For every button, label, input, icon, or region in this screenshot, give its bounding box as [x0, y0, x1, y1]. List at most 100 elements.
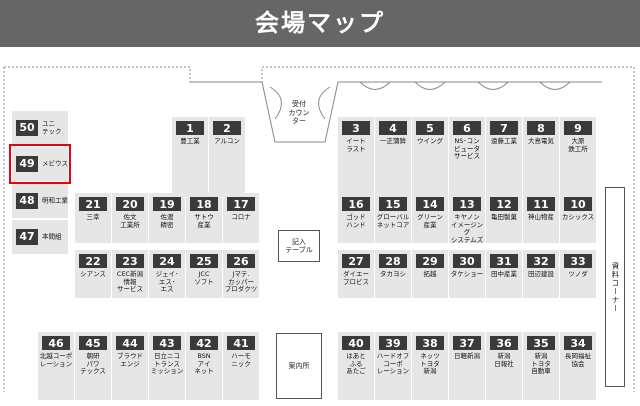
booth-number: 13 [453, 197, 481, 211]
booth-24[interactable]: 24 ジェイ･ エス･ エス [149, 250, 185, 298]
exhibitor-name: はあと ふる あたご [346, 352, 366, 375]
booth-number: 3 [342, 121, 370, 135]
booth-32[interactable]: 32 田辺建設 [523, 250, 559, 298]
booth-17[interactable]: 17 コロナ [223, 193, 259, 243]
exhibitor-name: 神山物産 [528, 213, 554, 221]
booth-40[interactable]: 40 はあと ふる あたご [338, 332, 374, 400]
booth-number: 9 [564, 121, 592, 135]
booth-50[interactable]: 50 ユニ テック [12, 111, 68, 145]
booth-number: 24 [153, 254, 181, 268]
booth-number: 4 [379, 121, 407, 135]
booth-number: 11 [527, 197, 555, 211]
booth-number: 2 [213, 121, 241, 135]
booth-3[interactable]: 3 イート ラスト [338, 117, 374, 197]
exhibitor-name: 朝研 パワ テックス [80, 352, 106, 375]
booth-20[interactable]: 20 佐文 工業所 [112, 193, 148, 243]
booth-22[interactable]: 22 シアンス [75, 250, 111, 298]
booth-37[interactable]: 37 日軽新潟 [449, 332, 485, 400]
booth-number: 19 [153, 197, 181, 211]
exhibitor-name: アルコン [214, 137, 240, 145]
booth-19[interactable]: 19 佐渡 精密 [149, 193, 185, 243]
booth-number: 26 [227, 254, 255, 268]
booth-44[interactable]: 44 ブラウド エンジ [112, 332, 148, 400]
booth-41[interactable]: 41 ハーモ ニック [223, 332, 259, 400]
booth-number: 18 [190, 197, 218, 211]
booth-16[interactable]: 16 ゴッド ハンド [338, 193, 374, 243]
exhibitor-name: 田中産業 [491, 270, 517, 278]
booth-number: 7 [490, 121, 518, 135]
booth-38[interactable]: 38 ネッツ トヨタ 新潟 [412, 332, 448, 400]
booth-39[interactable]: 39 ハードオフ コーポ レーション [375, 332, 411, 400]
booth-31[interactable]: 31 田中産業 [486, 250, 522, 298]
booth-number: 44 [116, 336, 144, 350]
booth-34[interactable]: 34 長岡福祉 協会 [560, 332, 596, 400]
booth-11[interactable]: 11 神山物産 [523, 193, 559, 243]
booth-15[interactable]: 15 グローバル ネットコア [375, 193, 411, 243]
booth-number: 17 [227, 197, 255, 211]
booth-number: 50 [16, 120, 38, 136]
booth-number: 16 [342, 197, 370, 211]
booth-43[interactable]: 43 日立ニコ トランス ミッション [149, 332, 185, 400]
exhibitor-name: 本間組 [42, 232, 62, 241]
exhibitor-name: サトウ 産業 [194, 213, 214, 229]
booth-29[interactable]: 29 拓越 [412, 250, 448, 298]
booth-28[interactable]: 28 タカヨシ [375, 250, 411, 298]
booth-number: 36 [490, 336, 518, 350]
exhibitor-name: ユニ テック [42, 119, 62, 135]
booth-13[interactable]: 13 キヤノン イメージング システムズ [449, 193, 485, 243]
booth-2[interactable]: 2 アルコン [209, 117, 245, 197]
booth-18[interactable]: 18 サトウ 産業 [186, 193, 222, 243]
exhibitor-name: ネッツ トヨタ 新潟 [420, 352, 440, 375]
exhibitor-name: 北越コーポ レーション [39, 352, 73, 368]
exhibitor-name: 一正蒲鉾 [380, 137, 406, 145]
booth-1[interactable]: 1 豊工業 [172, 117, 208, 197]
booth-9[interactable]: 9 大原 鉄工所 [560, 117, 596, 197]
booth-number: 14 [416, 197, 444, 211]
booth-46[interactable]: 46 北越コーポ レーション [38, 332, 74, 400]
booth-12[interactable]: 12 亀田製菓 [486, 193, 522, 243]
booth-number: 34 [564, 336, 592, 350]
exhibitor-name: コロナ [231, 213, 251, 221]
booth-45[interactable]: 45 朝研 パワ テックス [75, 332, 111, 400]
exhibitor-name: タカヨシ [380, 270, 406, 278]
booth-4[interactable]: 4 一正蒲鉾 [375, 117, 411, 197]
booth-47[interactable]: 47 本間組 [12, 220, 68, 254]
exhibitor-name: ゴッド ハンド [346, 213, 366, 229]
booth-number: 21 [79, 197, 107, 211]
page-title: 会場マップ [0, 0, 640, 47]
exhibitor-name: 新潟 トヨタ 自動車 [531, 352, 551, 375]
booth-number: 40 [342, 336, 370, 350]
booth-42[interactable]: 42 BSN アイ ネット [186, 332, 222, 400]
booth-48[interactable]: 48 明和工業 [12, 184, 68, 218]
booth-number: 42 [190, 336, 218, 350]
booth-10[interactable]: 10 カシックス [560, 193, 596, 243]
exhibitor-name: グリーン 産業 [417, 213, 443, 229]
booth-number: 29 [416, 254, 444, 268]
exhibitor-name: 新潟 日報社 [494, 352, 514, 368]
exhibitor-name: カシックス [561, 213, 595, 221]
booth-7[interactable]: 7 遠藤工業 [486, 117, 522, 197]
documents-corner: 資料コーナー [605, 187, 625, 387]
venue-map: 1 豊工業 2 アルコン 3 イート ラスト 4 一正蒲鉾 5 ウイング 6 N… [0, 47, 640, 406]
booth-33[interactable]: 33 ツノダ [560, 250, 596, 298]
booth-49[interactable]: 49 メビウス [9, 144, 71, 184]
information-desk: 案内所 [276, 333, 322, 399]
booth-5[interactable]: 5 ウイング [412, 117, 448, 197]
booth-6[interactable]: 6 NS･コン ピュータ サービス [449, 117, 485, 197]
booth-27[interactable]: 27 ダイエー プロビス [338, 250, 374, 298]
booth-35[interactable]: 35 新潟 トヨタ 自動車 [523, 332, 559, 400]
exhibitor-name: 明和工業 [42, 196, 68, 205]
booth-8[interactable]: 8 大島電気 [523, 117, 559, 197]
booth-23[interactable]: 23 CEC新潟 情報 サービス [112, 250, 148, 298]
exhibitor-name: CEC新潟 情報 サービス [116, 270, 144, 293]
booth-30[interactable]: 30 タケショー [449, 250, 485, 298]
booth-number: 8 [527, 121, 555, 135]
booth-21[interactable]: 21 三幸 [75, 193, 111, 243]
booth-14[interactable]: 14 グリーン 産業 [412, 193, 448, 243]
exhibitor-name: 亀田製菓 [491, 213, 517, 221]
booth-number: 38 [416, 336, 444, 350]
booth-26[interactable]: 26 Jマテ. カッパー プロダクツ [223, 250, 259, 298]
booth-36[interactable]: 36 新潟 日報社 [486, 332, 522, 400]
exhibitor-name: JCC ソフト [194, 270, 214, 286]
booth-25[interactable]: 25 JCC ソフト [186, 250, 222, 298]
